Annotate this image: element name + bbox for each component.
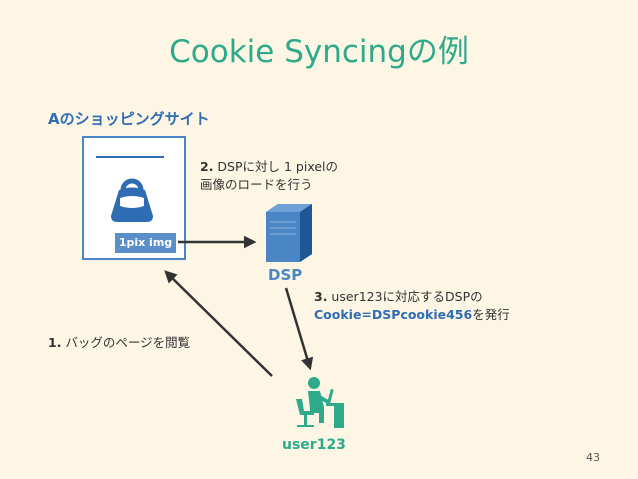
shopping-site-label: Aのショッピングサイト <box>48 110 210 128</box>
slide-title: Cookie Syncingの例 <box>169 34 469 70</box>
step1-note: 1. バッグのページを閲覧 <box>48 334 190 352</box>
step1-text: バッグのページを閲覧 <box>61 335 191 350</box>
step2-note: 2. DSPに対し 1 pixelの 画像のロードを行う <box>200 158 338 194</box>
user-label: user123 <box>282 437 346 453</box>
user-at-desk-icon <box>296 377 344 428</box>
arrow-dsp-to-user <box>284 287 314 371</box>
step3-cookie-value: Cookie=DSPcookie456 <box>314 307 473 322</box>
arrow-user-to-site <box>164 270 273 377</box>
bag-icon <box>111 178 153 222</box>
dsp-label: DSP <box>268 266 303 284</box>
step2-line1: DSPに対し 1 pixelの <box>213 159 339 174</box>
step3-line2-rest: を発行 <box>472 307 510 322</box>
step3-line1: user123に対応するDSPの <box>327 289 483 304</box>
step1-number: 1. <box>48 335 62 350</box>
pixel-image-badge: 1pix img <box>115 233 176 253</box>
step3-note: 3. user123に対応するDSPの Cookie=DSPcookie456を… <box>314 288 510 324</box>
step3-number: 3. <box>314 289 328 304</box>
step2-line2: 画像のロードを行う <box>200 177 313 192</box>
page-number: 43 <box>586 451 600 464</box>
step2-number: 2. <box>200 159 214 174</box>
site-header-line <box>96 156 164 158</box>
server-icon <box>266 204 312 262</box>
